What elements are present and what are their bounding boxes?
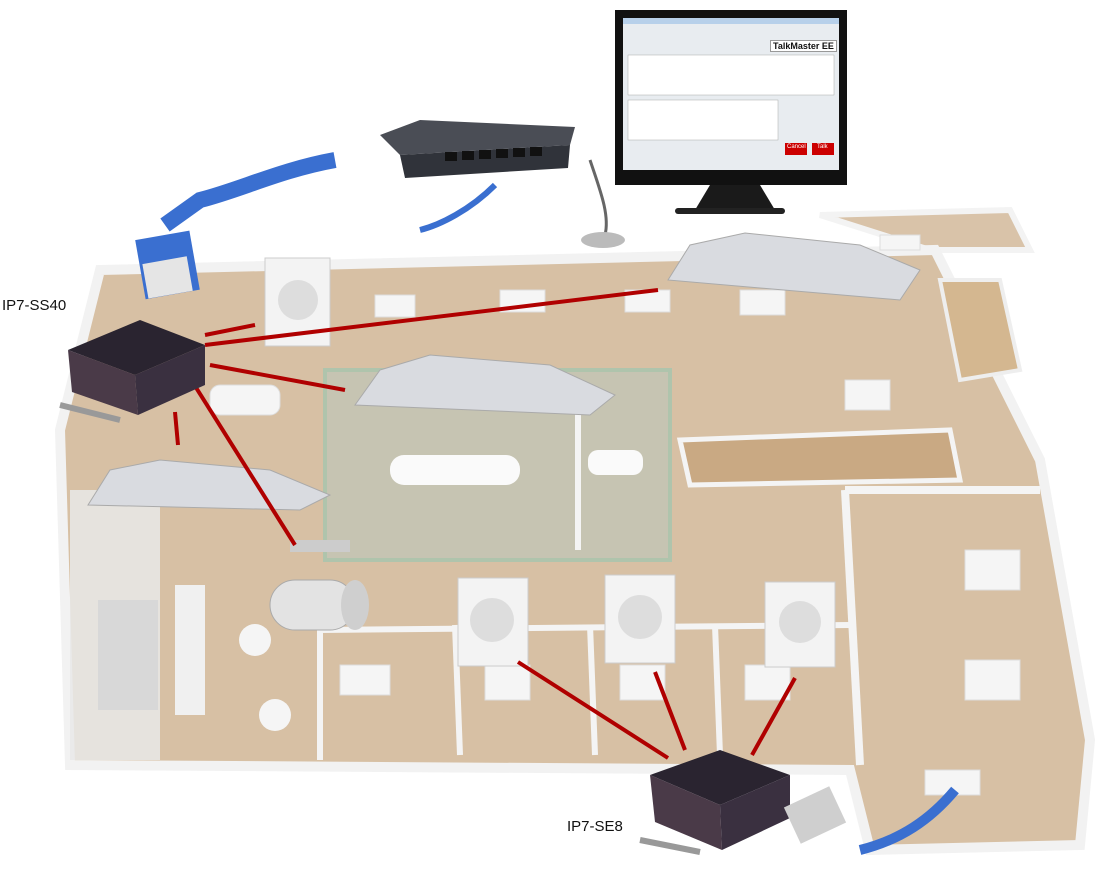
stairs [676,427,964,488]
cancel-button: Cancel [787,144,806,150]
talkmaster-logo: TalkMaster EE [770,40,837,52]
connection-line [173,411,180,446]
ceiling-speaker-icon [667,232,921,301]
microphone-icon [581,159,625,248]
wall-speaker-icon [457,577,529,667]
connection-line [516,660,670,760]
network-switch-icon [380,120,575,178]
computer-monitor-icon [615,10,847,214]
connection-lines [173,288,797,760]
ceiling-speaker-icon [354,354,616,416]
ceiling-speaker-icon [87,459,332,511]
connection-line [209,363,346,392]
wall-speaker-icon [764,581,836,668]
connection-line [653,671,687,751]
ip7-se8-label: IP7-SE8 [567,818,623,835]
connection-line [204,323,256,337]
connection-line [204,288,659,347]
ip7-se8-device [639,750,790,855]
conference-table [390,455,520,485]
ethernet-cable-icon [160,152,337,232]
floor-plan [54,206,1096,856]
talk-button: Talk [817,144,828,150]
connection-line [188,376,297,547]
wall-speaker-icon [264,257,331,347]
horn-speaker-icon [269,540,369,631]
connection-line [750,677,797,756]
ip7-ss40-label: IP7-SS40 [2,297,67,314]
wall-speaker-icon [604,574,676,664]
ethernet-cable-icon [858,786,959,855]
ip7-ss40-device [59,320,205,423]
